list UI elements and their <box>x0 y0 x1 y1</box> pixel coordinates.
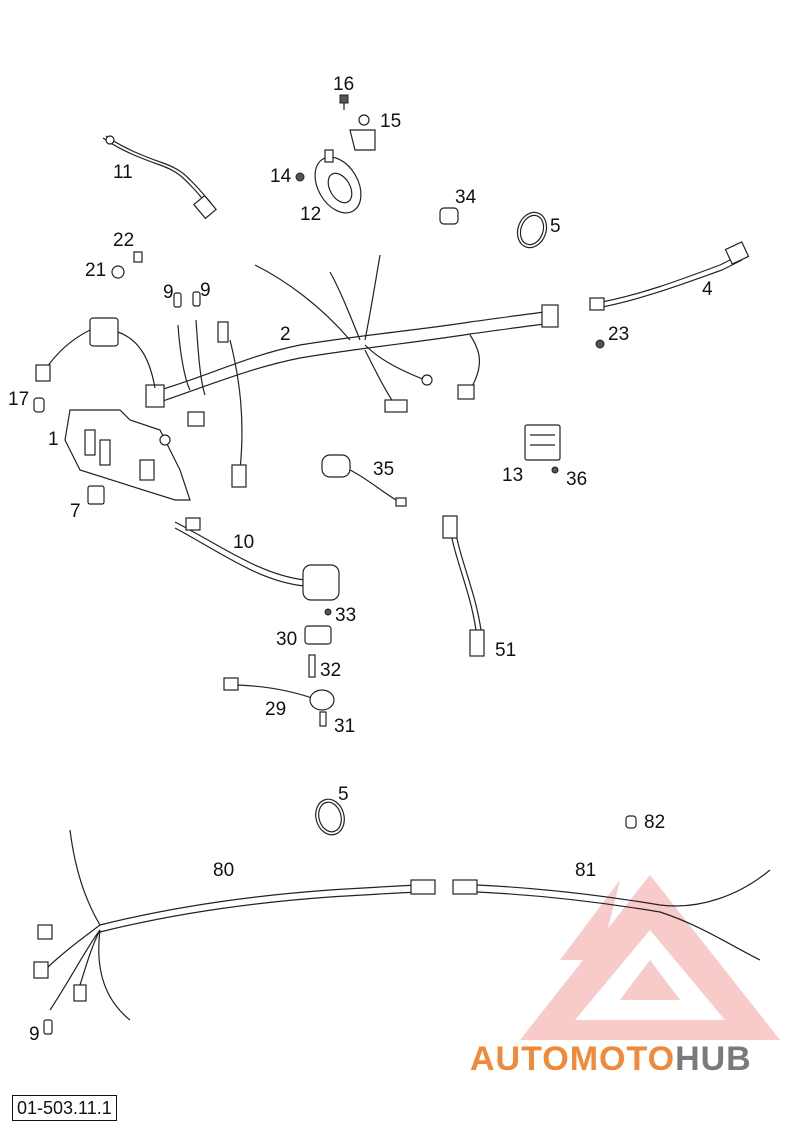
callout-5-bottom: 5 <box>338 784 349 805</box>
callout-23: 23 <box>608 324 629 345</box>
callout-9-b: 9 <box>200 280 211 301</box>
callout-2: 2 <box>280 324 291 345</box>
callout-9-a: 9 <box>163 282 174 303</box>
part-2-main-harness <box>35 254 559 488</box>
part-11-sensor-cable <box>102 135 217 220</box>
watermark-text: AUTOMOTOHUB <box>470 1040 752 1079</box>
callout-5-top: 5 <box>550 216 561 237</box>
part-23-clip <box>595 339 605 349</box>
part-12-horn <box>295 94 376 214</box>
part-4-cable <box>589 241 750 311</box>
part-35-condenser <box>321 454 407 507</box>
callout-11: 11 <box>113 162 133 183</box>
part-9-bulbs-top <box>173 291 201 308</box>
callout-9-c: 9 <box>29 1024 40 1045</box>
callout-31: 31 <box>334 716 355 737</box>
callout-33: 33 <box>335 605 356 626</box>
callout-1: 1 <box>48 429 59 450</box>
callout-15: 15 <box>380 111 401 132</box>
callout-32: 32 <box>320 660 341 681</box>
callout-13: 13 <box>502 465 523 486</box>
callout-30: 30 <box>276 629 297 650</box>
part-51-sensor <box>442 515 485 657</box>
part-80-rear-harness <box>33 829 436 1035</box>
part-5-clamp-top <box>516 211 548 249</box>
part-17-bulb <box>33 397 45 413</box>
part-81-rear-harness <box>452 869 771 961</box>
callout-7: 7 <box>70 501 81 522</box>
callout-10: 10 <box>233 532 254 553</box>
watermark-part1: AUTOMOTO <box>470 1040 676 1078</box>
callout-36: 36 <box>566 469 587 490</box>
callout-12: 12 <box>300 204 321 225</box>
reference-code: 01-503.11.1 <box>12 1095 117 1121</box>
part-21-22-nut-screw <box>111 251 143 279</box>
callout-4: 4 <box>702 279 713 300</box>
part-13-regulator <box>524 424 561 474</box>
callout-21: 21 <box>85 260 106 281</box>
callout-81: 81 <box>575 860 596 881</box>
callout-17: 17 <box>8 389 29 410</box>
callout-14: 14 <box>270 166 292 187</box>
callout-22: 22 <box>113 230 134 251</box>
watermark-part2: HUB <box>675 1040 752 1078</box>
callout-35: 35 <box>373 459 394 480</box>
part-34-cap <box>439 207 459 225</box>
callout-82: 82 <box>644 812 665 833</box>
callout-80: 80 <box>213 860 234 881</box>
callout-16: 16 <box>333 74 354 95</box>
part-7-relay <box>87 485 105 505</box>
part-1-mounting-plate <box>64 409 191 501</box>
part-10-handlebar-switch <box>174 517 340 601</box>
part-82-bulb <box>625 815 637 829</box>
callout-29: 29 <box>265 699 286 720</box>
part-29-switch-cable <box>223 677 335 727</box>
part-30-33-32-switch-hardware <box>304 608 332 678</box>
callout-34: 34 <box>455 187 477 208</box>
part-5-clamp-bottom <box>315 798 345 836</box>
watermark-logo <box>520 875 780 1040</box>
callout-51: 51 <box>495 640 516 661</box>
